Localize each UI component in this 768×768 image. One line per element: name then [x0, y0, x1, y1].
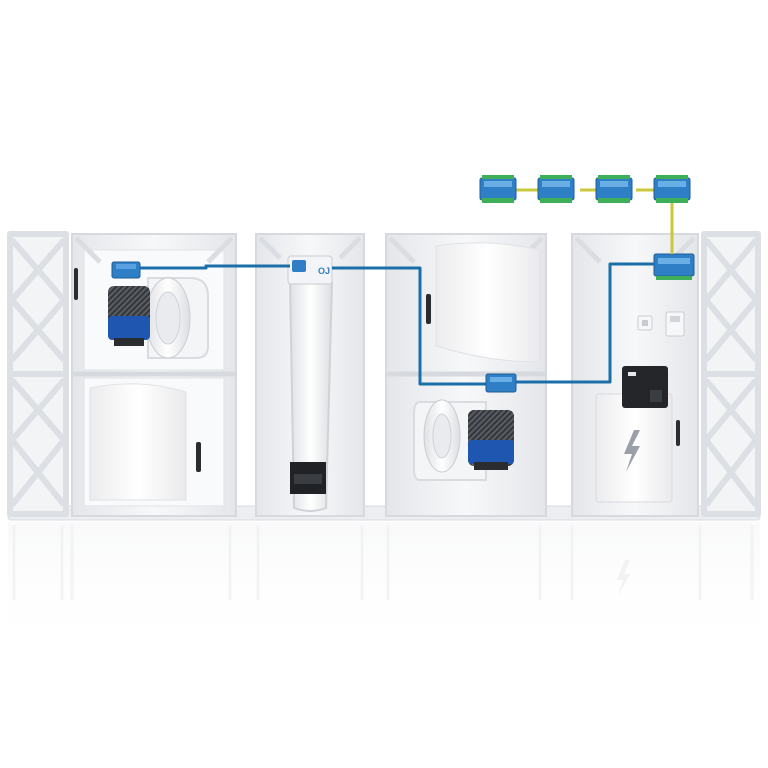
controller-module: [111, 261, 141, 279]
heat-exchanger-section: OJ: [255, 233, 365, 517]
sensor-probe: [676, 420, 680, 446]
brand-logo: OJ: [318, 266, 330, 276]
fan-damper-section: [71, 233, 237, 517]
fan-icon: [108, 277, 209, 359]
damper-blade: [89, 383, 187, 501]
sensor-probe: [196, 442, 201, 472]
floor-reflection: [8, 522, 760, 662]
room-display: [665, 311, 685, 337]
fan-icon: [413, 399, 514, 481]
sensor-probe: [426, 294, 431, 324]
left-truss: [7, 231, 69, 517]
sensor-probe: [74, 268, 78, 300]
lightning-icon: [624, 430, 640, 472]
damper-blade: [435, 242, 541, 363]
right-truss: [701, 231, 761, 517]
io-module-icon: [595, 175, 633, 203]
main-controller: OJ: [287, 255, 333, 285]
io-module-icon: [479, 175, 517, 203]
io-module-icon: [653, 175, 691, 203]
io-hub-module: [653, 253, 695, 280]
cable-node-module: [485, 373, 517, 393]
power-supply-unit: [622, 366, 668, 408]
io-module-row: [479, 175, 691, 203]
controller-power-section: [571, 233, 699, 517]
expansion-bus-cable: [516, 188, 674, 254]
io-module-icon: [537, 175, 575, 203]
damper-fan-section: [385, 233, 547, 517]
modbus-cable: [140, 262, 654, 386]
rotor-icon: [288, 276, 334, 512]
